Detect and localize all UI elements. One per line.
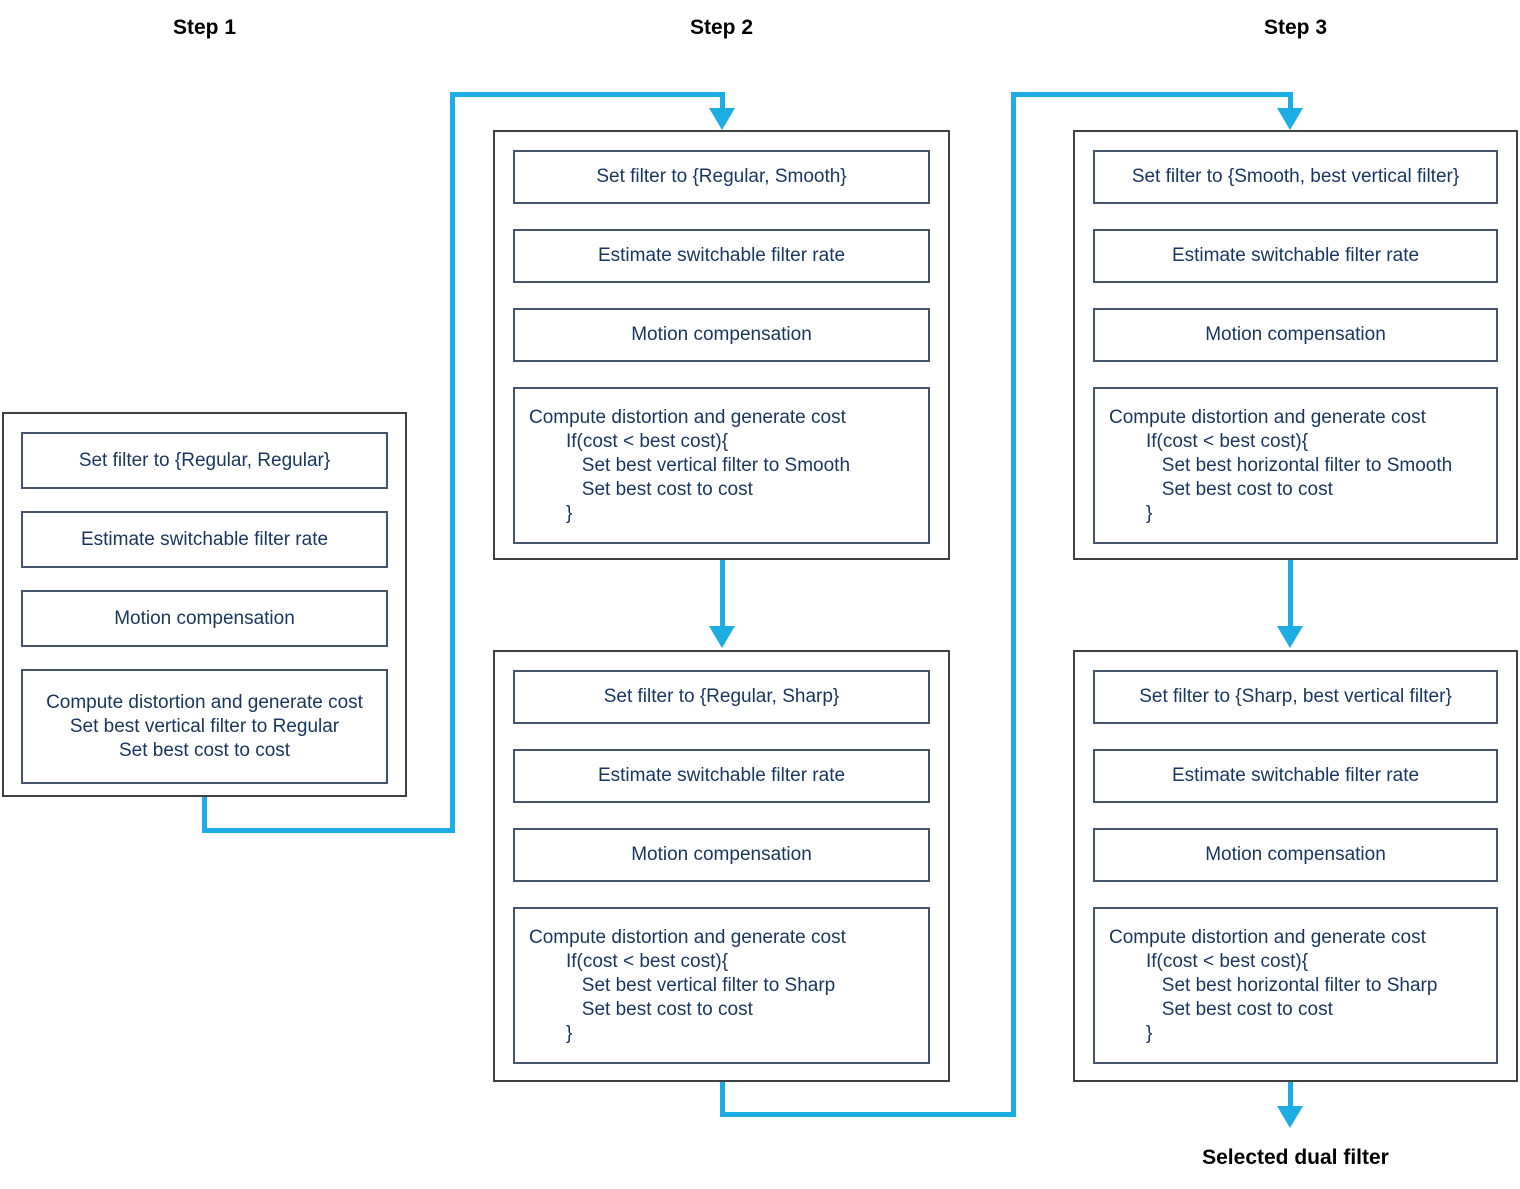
step-1-title: Step 1 bbox=[172, 16, 237, 39]
step-3-lower-group-box: Set filter to {Sharp, best vertical filt… bbox=[1073, 650, 1518, 1082]
arrowhead-down-icon bbox=[1277, 626, 1303, 648]
compute-cost-box: Compute distortion and generate cost If(… bbox=[513, 907, 930, 1064]
step-2-upper-group-box: Set filter to {Regular, Smooth} Estimate… bbox=[493, 130, 950, 560]
connector-line bbox=[720, 92, 725, 112]
connector-line bbox=[202, 797, 207, 833]
estimate-rate-box: Estimate switchable filter rate bbox=[513, 749, 930, 803]
selected-dual-filter-label: Selected dual filter bbox=[1202, 1146, 1389, 1169]
arrowhead-down-icon bbox=[709, 108, 735, 130]
arrowhead-down-icon bbox=[1277, 108, 1303, 130]
connector-line bbox=[1288, 1082, 1293, 1108]
connector-line bbox=[450, 92, 725, 97]
step-3-upper-group-box: Set filter to {Smooth, best vertical fil… bbox=[1073, 130, 1518, 560]
connector-line bbox=[720, 1112, 1016, 1117]
connector-line bbox=[202, 828, 455, 833]
motion-compensation-box: Motion compensation bbox=[1093, 828, 1498, 882]
set-filter-box: Set filter to {Regular, Sharp} bbox=[513, 670, 930, 724]
motion-compensation-box: Motion compensation bbox=[21, 590, 388, 647]
connector-line bbox=[1011, 92, 1016, 1117]
connector-line bbox=[450, 92, 455, 833]
estimate-rate-box: Estimate switchable filter rate bbox=[513, 229, 930, 283]
arrowhead-down-icon bbox=[1277, 1106, 1303, 1128]
arrowhead-down-icon bbox=[709, 626, 735, 648]
set-filter-box: Set filter to {Smooth, best vertical fil… bbox=[1093, 150, 1498, 204]
connector-line bbox=[720, 560, 725, 628]
estimate-rate-box: Estimate switchable filter rate bbox=[1093, 749, 1498, 803]
step-3-title: Step 3 bbox=[1263, 16, 1328, 39]
compute-cost-box: Compute distortion and generate cost If(… bbox=[1093, 907, 1498, 1064]
motion-compensation-box: Motion compensation bbox=[513, 308, 930, 362]
motion-compensation-box: Motion compensation bbox=[1093, 308, 1498, 362]
compute-cost-box: Compute distortion and generate cost If(… bbox=[513, 387, 930, 544]
connector-line bbox=[1288, 560, 1293, 628]
set-filter-box: Set filter to {Regular, Smooth} bbox=[513, 150, 930, 204]
compute-cost-box: Compute distortion and generate cost If(… bbox=[1093, 387, 1498, 544]
set-filter-box: Set filter to {Sharp, best vertical filt… bbox=[1093, 670, 1498, 724]
connector-line bbox=[1288, 92, 1293, 112]
set-filter-box: Set filter to {Regular, Regular} bbox=[21, 432, 388, 489]
motion-compensation-box: Motion compensation bbox=[513, 828, 930, 882]
connector-line bbox=[1011, 92, 1293, 97]
step-2-title: Step 2 bbox=[689, 16, 754, 39]
estimate-rate-box: Estimate switchable filter rate bbox=[1093, 229, 1498, 283]
connector-line bbox=[720, 1082, 725, 1117]
step-2-lower-group-box: Set filter to {Regular, Sharp} Estimate … bbox=[493, 650, 950, 1082]
estimate-rate-box: Estimate switchable filter rate bbox=[21, 511, 388, 568]
step-1-group-box: Set filter to {Regular, Regular} Estimat… bbox=[2, 412, 407, 797]
